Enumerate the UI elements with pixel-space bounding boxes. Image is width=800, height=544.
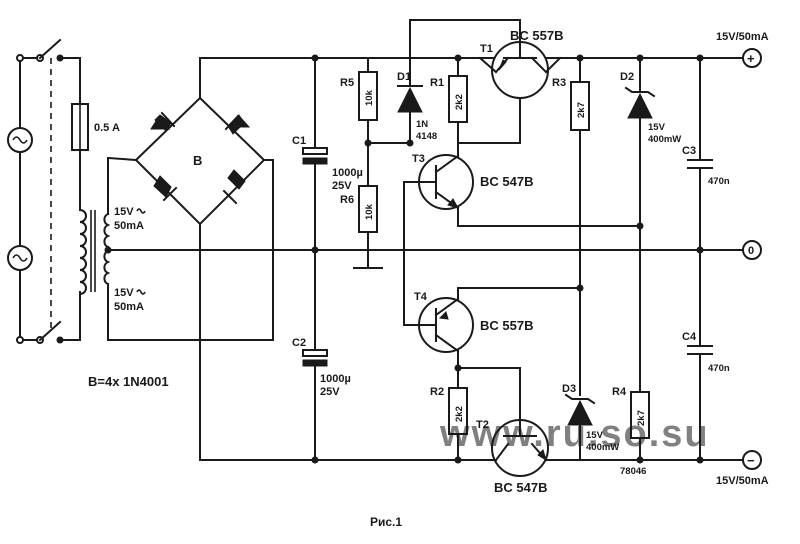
zener-d2: D2 15V 400mW bbox=[620, 54, 681, 393]
mains-input: 0.5 A bbox=[7, 38, 120, 344]
c1-label: C1 bbox=[292, 135, 306, 147]
t1-label: T1 bbox=[480, 43, 493, 55]
resistor-r2: 2k2 R2 bbox=[430, 364, 521, 464]
svg-text:2k7: 2k7 bbox=[576, 102, 587, 118]
terminal-zero-icon bbox=[742, 240, 762, 260]
c3-value: 470n bbox=[708, 176, 730, 187]
svg-text:10k: 10k bbox=[364, 203, 375, 220]
transformer-secondary-coil-icon bbox=[103, 212, 111, 286]
diode-d1: D1 1N 4148 bbox=[397, 19, 521, 144]
secondary1-current: 50mA bbox=[114, 220, 144, 232]
bridge-label: B bbox=[193, 153, 202, 168]
watermark: www.ru.so.su bbox=[439, 413, 710, 455]
d2-value1: 15V bbox=[648, 122, 666, 133]
t2-type: BC 547B bbox=[494, 480, 547, 495]
zener-icon bbox=[564, 393, 596, 405]
c3-label: C3 bbox=[682, 145, 696, 157]
output-negative-rating: 15V/50mA bbox=[716, 475, 769, 487]
t1-type: BC 557B bbox=[510, 28, 563, 43]
terminal-minus-icon bbox=[742, 450, 762, 470]
resistor-r1: 2k2 R1 bbox=[406, 54, 521, 147]
c2-label: C2 bbox=[292, 337, 306, 349]
r1-label: R1 bbox=[430, 77, 444, 89]
r5-label: R5 bbox=[340, 77, 354, 89]
terminal-plus-icon bbox=[742, 48, 762, 68]
t4-label: T4 bbox=[414, 291, 428, 303]
r4-label: R4 bbox=[612, 386, 627, 398]
bridge-note: B=4x 1N4001 bbox=[88, 374, 169, 389]
c4-label: C4 bbox=[682, 331, 697, 343]
diode-icon bbox=[227, 169, 246, 190]
d2-label: D2 bbox=[620, 71, 634, 83]
r6-label: R6 bbox=[340, 194, 354, 206]
terminal-minus-label: − bbox=[747, 453, 755, 468]
d1-value2: 4148 bbox=[416, 131, 437, 142]
d1-label: D1 bbox=[397, 71, 411, 83]
capacitor-c3: C3 470n bbox=[682, 54, 730, 254]
zener-d3: D3 15V 400mW bbox=[562, 383, 619, 461]
t4-type: BC 557B bbox=[480, 318, 533, 333]
d1-value1: 1N bbox=[416, 119, 428, 130]
terminal-plus-label: + bbox=[747, 51, 755, 66]
fuse-label: 0.5 A bbox=[94, 122, 120, 134]
figure-caption: Рис.1 bbox=[370, 515, 402, 529]
d2-value2: 400mW bbox=[648, 134, 681, 145]
transistor-t3: T3 BC 547B bbox=[403, 142, 644, 326]
d3-value2: 400mW bbox=[586, 442, 619, 453]
resistor-r6: 10k R6 bbox=[340, 139, 411, 269]
transformer-primary-coil-icon bbox=[78, 208, 87, 296]
transformer: 15V 50mA 15V 50mA bbox=[78, 157, 146, 341]
zener-icon bbox=[624, 86, 656, 98]
transistor-t2: T2 BC 547B bbox=[476, 399, 563, 495]
transistor-t4: T4 BC 557B bbox=[403, 287, 581, 389]
c1-voltage: 25V bbox=[332, 180, 352, 192]
secondary2-current: 50mA bbox=[114, 301, 144, 313]
svg-text:2k7: 2k7 bbox=[636, 410, 647, 426]
resistor-r4: 2k7 R4 78046 bbox=[612, 386, 650, 477]
t3-label: T3 bbox=[412, 153, 425, 165]
part-number: 78046 bbox=[620, 466, 646, 477]
t2-label: T2 bbox=[476, 419, 489, 431]
output-positive-rating: 15V/50mA bbox=[716, 31, 769, 43]
secondary1-voltage: 15V bbox=[114, 206, 134, 218]
r3-label: R3 bbox=[552, 77, 566, 89]
diode-icon bbox=[397, 86, 423, 113]
bridge-rectifier: B B=4x 1N4001 bbox=[88, 57, 274, 461]
transistor-t1: T1 BC 557B bbox=[478, 19, 563, 103]
capacitor-c1: C1 1000µ 25V bbox=[292, 57, 363, 251]
svg-text:2k2: 2k2 bbox=[454, 406, 465, 422]
output-terminals: + 0 − 15V/50mA 15V/50mA bbox=[716, 31, 769, 487]
resistor-r5: 10k R5 bbox=[340, 57, 378, 187]
c1-value: 1000µ bbox=[332, 167, 363, 179]
capacitor-c4: C4 470n bbox=[682, 249, 730, 464]
t3-type: BC 547B bbox=[480, 174, 533, 189]
c4-value: 470n bbox=[708, 363, 730, 374]
c2-voltage: 25V bbox=[320, 386, 340, 398]
resistor-r3: 2k7 R3 bbox=[552, 54, 590, 396]
secondary2-voltage: 15V bbox=[114, 287, 134, 299]
c2-value: 1000µ bbox=[320, 373, 351, 385]
terminal-zero-label: 0 bbox=[748, 245, 754, 257]
svg-text:10k: 10k bbox=[364, 89, 375, 106]
capacitor-c2: C2 1000µ 25V bbox=[292, 249, 351, 461]
d3-value1: 15V bbox=[586, 430, 604, 441]
r2-label: R2 bbox=[430, 386, 444, 398]
svg-text:2k2: 2k2 bbox=[454, 94, 465, 110]
d3-label: D3 bbox=[562, 383, 576, 395]
